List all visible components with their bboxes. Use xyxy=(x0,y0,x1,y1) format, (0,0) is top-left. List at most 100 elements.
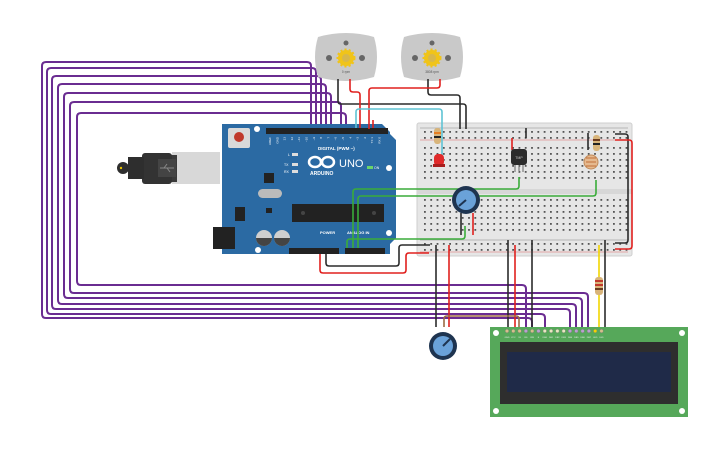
breadboard-hole[interactable] xyxy=(512,147,514,149)
breadboard-hole[interactable] xyxy=(430,211,433,213)
breadboard-hole[interactable] xyxy=(594,211,596,213)
breadboard-hole[interactable] xyxy=(430,249,433,251)
breadboard-hole[interactable] xyxy=(436,205,439,207)
breadboard-hole[interactable] xyxy=(550,229,552,231)
lcd-pin[interactable] xyxy=(580,329,585,334)
breadboard-hole[interactable] xyxy=(556,205,559,207)
breadboard-hole[interactable] xyxy=(430,199,433,201)
breadboard-hole[interactable] xyxy=(562,165,565,167)
breadboard-hole[interactable] xyxy=(606,217,609,219)
breadboard-hole[interactable] xyxy=(480,223,483,225)
breadboard-hole[interactable] xyxy=(531,205,533,207)
breadboard-hole[interactable] xyxy=(619,137,622,139)
breadboard-hole[interactable] xyxy=(493,177,496,179)
breadboard-hole[interactable] xyxy=(512,131,514,133)
breadboard-hole[interactable] xyxy=(455,211,458,213)
dc-motor-1[interactable]: 0 rpm xyxy=(315,33,377,81)
breadboard-hole[interactable] xyxy=(455,165,458,167)
breadboard-hole[interactable] xyxy=(430,147,433,149)
wire-green-pot[interactable] xyxy=(346,226,466,248)
breadboard-hole[interactable] xyxy=(512,229,514,231)
breadboard-hole[interactable] xyxy=(556,137,559,139)
lcd-pin[interactable] xyxy=(561,329,566,334)
breadboard-hole[interactable] xyxy=(568,211,571,213)
breadboard-hole[interactable] xyxy=(562,159,565,161)
breadboard-hole[interactable] xyxy=(505,177,508,179)
breadboard-hole[interactable] xyxy=(480,211,483,213)
breadboard-hole[interactable] xyxy=(505,131,508,133)
breadboard-hole[interactable] xyxy=(474,171,477,173)
breadboard-hole[interactable] xyxy=(543,165,546,167)
breadboard-hole[interactable] xyxy=(543,243,546,245)
wire-black-motor2[interactable] xyxy=(427,79,461,129)
breadboard-hole[interactable] xyxy=(600,171,603,173)
breadboard-hole[interactable] xyxy=(512,249,514,251)
breadboard-hole[interactable] xyxy=(449,159,451,161)
breadboard-hole[interactable] xyxy=(581,223,584,225)
breadboard-hole[interactable] xyxy=(430,243,433,245)
breadboard-hole[interactable] xyxy=(619,177,622,179)
breadboard-hole[interactable] xyxy=(613,243,615,245)
breadboard-hole[interactable] xyxy=(493,153,496,155)
breadboard-hole[interactable] xyxy=(436,211,439,213)
breadboard-hole[interactable] xyxy=(568,249,571,251)
breadboard-hole[interactable] xyxy=(505,153,508,155)
breadboard-hole[interactable] xyxy=(625,243,628,245)
breadboard-hole[interactable] xyxy=(474,131,477,133)
breadboard-hole[interactable] xyxy=(524,229,527,231)
breadboard-hole[interactable] xyxy=(562,217,565,219)
breadboard-hole[interactable] xyxy=(537,205,540,207)
breadboard-hole[interactable] xyxy=(493,243,496,245)
breadboard-hole[interactable] xyxy=(424,159,426,161)
breadboard-hole[interactable] xyxy=(493,159,496,161)
breadboard-hole[interactable] xyxy=(461,243,464,245)
breadboard-hole[interactable] xyxy=(550,199,552,201)
breadboard-hole[interactable] xyxy=(600,159,603,161)
breadboard-hole[interactable] xyxy=(581,211,584,213)
breadboard-hole[interactable] xyxy=(524,205,527,207)
breadboard-hole[interactable] xyxy=(424,137,426,139)
breadboard-hole[interactable] xyxy=(505,223,508,225)
breadboard-hole[interactable] xyxy=(487,177,489,179)
breadboard-hole[interactable] xyxy=(455,243,458,245)
breadboard-hole[interactable] xyxy=(480,205,483,207)
breadboard-hole[interactable] xyxy=(550,249,552,251)
breadboard-hole[interactable] xyxy=(600,131,603,133)
breadboard-hole[interactable] xyxy=(480,153,483,155)
breadboard-hole[interactable] xyxy=(512,211,514,213)
breadboard-hole[interactable] xyxy=(493,131,496,133)
breadboard-hole[interactable] xyxy=(518,229,521,231)
breadboard-hole[interactable] xyxy=(449,171,451,173)
breadboard-hole[interactable] xyxy=(606,159,609,161)
breadboard-hole[interactable] xyxy=(613,205,615,207)
breadboard-hole[interactable] xyxy=(424,171,426,173)
breadboard-hole[interactable] xyxy=(625,137,628,139)
breadboard-hole[interactable] xyxy=(587,217,590,219)
breadboard-hole[interactable] xyxy=(474,147,477,149)
breadboard-hole[interactable] xyxy=(474,165,477,167)
breadboard-hole[interactable] xyxy=(619,147,622,149)
breadboard-hole[interactable] xyxy=(474,211,477,213)
breadboard-hole[interactable] xyxy=(480,229,483,231)
breadboard-hole[interactable] xyxy=(442,211,445,213)
breadboard-hole[interactable] xyxy=(461,171,464,173)
breadboard-hole[interactable] xyxy=(594,199,596,201)
breadboard-hole[interactable] xyxy=(487,137,489,139)
breadboard-hole[interactable] xyxy=(543,205,546,207)
breadboard-hole[interactable] xyxy=(518,147,521,149)
breadboard-hole[interactable] xyxy=(531,211,533,213)
breadboard-hole[interactable] xyxy=(594,171,596,173)
breadboard-hole[interactable] xyxy=(594,223,596,225)
breadboard-hole[interactable] xyxy=(505,137,508,139)
breadboard-hole[interactable] xyxy=(499,159,502,161)
lcd-pin[interactable] xyxy=(555,329,560,334)
wire-green-temp[interactable] xyxy=(352,177,520,248)
breadboard-hole[interactable] xyxy=(556,243,559,245)
breadboard-hole[interactable] xyxy=(600,165,603,167)
breadboard-hole[interactable] xyxy=(455,177,458,179)
breadboard-hole[interactable] xyxy=(512,217,514,219)
breadboard-hole[interactable] xyxy=(461,137,464,139)
breadboard-hole[interactable] xyxy=(556,211,559,213)
breadboard-hole[interactable] xyxy=(499,211,502,213)
breadboard-hole[interactable] xyxy=(455,249,458,251)
